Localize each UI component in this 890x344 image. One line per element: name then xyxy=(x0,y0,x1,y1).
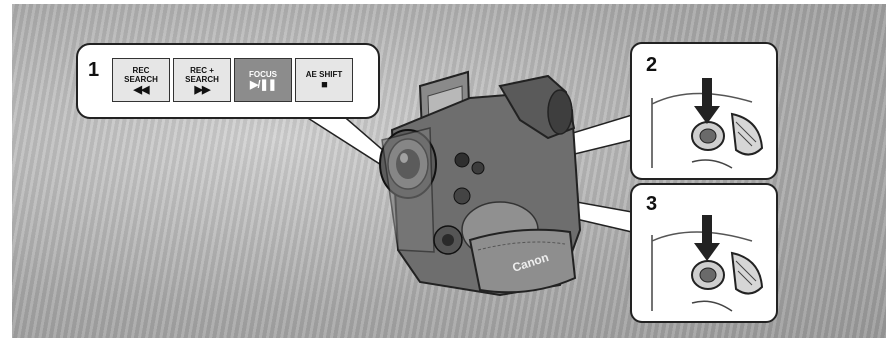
play-pause-icon: ▶/❚❚ xyxy=(250,81,276,90)
callout-number: 1 xyxy=(88,59,99,82)
rewind-icon: ◀◀ xyxy=(134,86,149,95)
button-press-detail-2 xyxy=(632,44,776,178)
fast-forward-icon: ▶▶ xyxy=(195,86,210,95)
rec-search-minus-button[interactable]: REC SEARCH ◀◀ xyxy=(112,58,170,102)
callout-1-button-panel: 1 REC SEARCH ◀◀ REC + SEARCH ▶▶ FOCUS ▶/… xyxy=(76,43,380,119)
button-row: REC SEARCH ◀◀ REC + SEARCH ▶▶ FOCUS ▶/❚❚… xyxy=(112,58,353,102)
press-arrow-icon xyxy=(694,215,720,261)
callout-2-detail: 2 xyxy=(630,42,778,180)
focus-button-label[interactable]: FOCUS ▶/❚❚ xyxy=(234,58,292,102)
press-arrow-icon xyxy=(694,78,720,124)
callout-3-detail: 3 xyxy=(630,183,778,323)
button-press-detail-3 xyxy=(632,185,776,321)
ae-shift-button[interactable]: AE SHIFT ■ xyxy=(295,58,353,102)
focus-button xyxy=(455,153,469,167)
leader-line-1 xyxy=(300,113,392,168)
rec-search-plus-button[interactable]: REC + SEARCH ▶▶ xyxy=(173,58,231,102)
stop-icon: ■ xyxy=(321,81,327,90)
